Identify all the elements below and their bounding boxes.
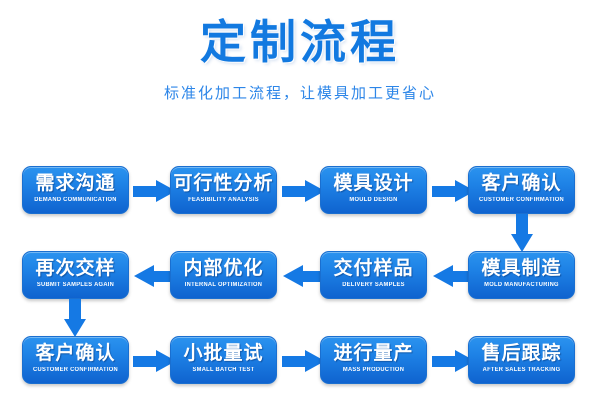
arrow-head <box>134 265 154 287</box>
arrow-head <box>511 234 533 252</box>
flow-node-submit-samples-again[interactable]: 再次交样 SUBMIT SAMPLES AGAIN <box>22 251 129 299</box>
arrow-shaft <box>452 271 476 282</box>
flow-node-after-sales-tracking[interactable]: 售后跟踪 AFTER SALES TRACKING <box>468 336 575 384</box>
arrow-left-icon <box>282 265 326 287</box>
arrow-shaft <box>133 186 157 197</box>
flow-node-label-en: CUSTOMER CONFIRMATION <box>33 367 118 373</box>
arrow-shaft <box>432 186 456 197</box>
flow-row-1: 需求沟通 DEMAND COMMUNICATION 可行性分析 FEASIBIL… <box>0 166 600 218</box>
flow-node-mold-manufacturing[interactable]: 模具制造 MOLD MANUFACTURING <box>468 251 575 299</box>
arrow-shaft <box>282 186 306 197</box>
header: 定制流程 标准化加工流程，让模具加工更省心 <box>0 0 600 140</box>
flow-node-label-en: MOLD MANUFACTURING <box>484 282 559 288</box>
arrow-shaft <box>153 271 177 282</box>
flow-node-internal-optimization[interactable]: 内部优化 INTERNAL OPTIMIZATION <box>170 251 277 299</box>
flow-node-delivery-samples[interactable]: 交付样品 DELIVERY SAMPLES <box>320 251 427 299</box>
arrow-down-icon <box>511 214 533 252</box>
flow-node-mass-production[interactable]: 进行量产 MASS PRODUCTION <box>320 336 427 384</box>
flow-node-customer-confirmation-1[interactable]: 客户确认 CUSTOMER CONFIRMATION <box>468 166 575 214</box>
arrow-shaft <box>282 356 306 367</box>
arrow-shaft <box>516 214 528 236</box>
flow-node-label-cn: 再次交样 <box>35 258 116 279</box>
flow-node-label-en: MASS PRODUCTION <box>342 367 405 373</box>
arrow-head <box>64 319 86 337</box>
flow-node-label-en: SUBMIT SAMPLES AGAIN <box>36 282 115 288</box>
flow-row-2: 再次交样 SUBMIT SAMPLES AGAIN 内部优化 INTERNAL … <box>0 251 600 303</box>
flow-node-label-cn: 客户确认 <box>35 343 116 364</box>
arrow-head <box>283 265 303 287</box>
arrow-down-icon <box>64 299 86 337</box>
flow-node-label-cn: 客户确认 <box>481 173 562 194</box>
flow-node-label-cn: 进行量产 <box>333 343 414 364</box>
flow-node-label-en: MOULD DESIGN <box>349 197 398 203</box>
flow-node-label-cn: 模具设计 <box>333 173 414 194</box>
flow-node-customer-confirmation-2[interactable]: 客户确认 CUSTOMER CONFIRMATION <box>22 336 129 384</box>
arrow-shaft <box>133 356 157 367</box>
flow-node-demand-communication[interactable]: 需求沟通 DEMAND COMMUNICATION <box>22 166 129 214</box>
arrow-shaft <box>302 271 326 282</box>
flow-node-label-cn: 可行性分析 <box>173 173 274 194</box>
flow-node-label-cn: 需求沟通 <box>35 173 116 194</box>
flow-node-label-cn: 小批量试 <box>183 343 264 364</box>
flow-row-3: 客户确认 CUSTOMER CONFIRMATION 小批量试 SMALL BA… <box>0 336 600 388</box>
flow-node-label-cn: 模具制造 <box>481 258 562 279</box>
arrow-head <box>433 265 453 287</box>
flow-node-label-en: SMALL BATCH TEST <box>192 367 255 373</box>
arrow-shaft <box>432 356 456 367</box>
arrow-left-icon <box>432 265 476 287</box>
flow-node-feasibility-analysis[interactable]: 可行性分析 FEASIBILITY ANALYSIS <box>170 166 277 214</box>
page-subtitle: 标准化加工流程，让模具加工更省心 <box>163 85 436 102</box>
arrow-shaft <box>69 299 81 321</box>
flow-node-label-cn: 售后跟踪 <box>481 343 562 364</box>
arrow-left-icon <box>133 265 177 287</box>
flow-node-label-en: FEASIBILITY ANALYSIS <box>188 197 259 203</box>
flow-node-label-en: INTERNAL OPTIMIZATION <box>184 282 263 288</box>
flow-node-label-en: DEMAND COMMUNICATION <box>34 197 117 203</box>
flow-node-mould-design[interactable]: 模具设计 MOULD DESIGN <box>320 166 427 214</box>
page-title: 定制流程 <box>200 16 400 68</box>
flow-node-label-cn: 内部优化 <box>183 258 264 279</box>
process-flow-diagram: 需求沟通 DEMAND COMMUNICATION 可行性分析 FEASIBIL… <box>0 150 600 401</box>
flow-node-small-batch-test[interactable]: 小批量试 SMALL BATCH TEST <box>170 336 277 384</box>
flow-node-label-en: CUSTOMER CONFIRMATION <box>479 197 564 203</box>
flow-node-label-en: AFTER SALES TRACKING <box>482 367 561 373</box>
flow-node-label-en: DELIVERY SAMPLES <box>342 282 405 288</box>
flow-node-label-cn: 交付样品 <box>333 258 414 279</box>
